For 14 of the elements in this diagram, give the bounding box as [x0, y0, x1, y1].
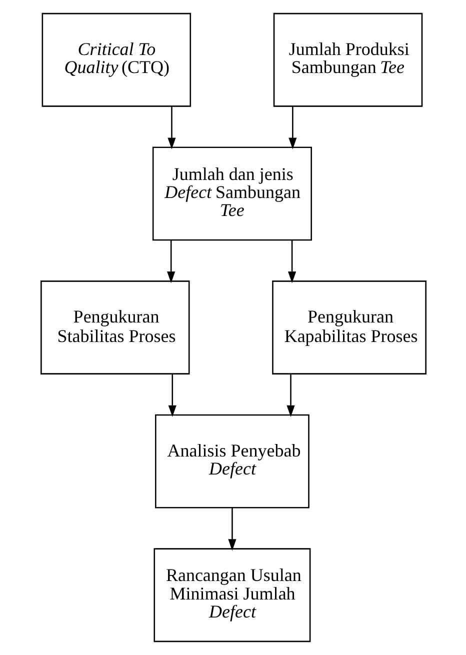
arrow — [228, 508, 236, 551]
node-box: Rancangan Usulan Minimasi Jumlah Defect — [153, 548, 310, 642]
node-box: Jumlah Produksi Sambungan Tee — [272, 12, 422, 107]
node-box: Pengukuran Stabilitas Proses — [40, 280, 190, 374]
arrow — [288, 106, 296, 150]
arrow — [166, 240, 175, 284]
arrow — [286, 374, 294, 417]
node-box: Analisis Penyebab Defect — [154, 414, 309, 508]
node-box: Jumlah dan jenis Defect Sambungan Tee — [152, 146, 312, 241]
node-box: Pengukuran Kapabilitas Proses — [272, 280, 426, 374]
arrow — [167, 106, 176, 150]
arrow — [287, 240, 296, 284]
node-box: Critical To Quality (CTQ) — [41, 12, 191, 107]
arrow — [168, 374, 176, 417]
